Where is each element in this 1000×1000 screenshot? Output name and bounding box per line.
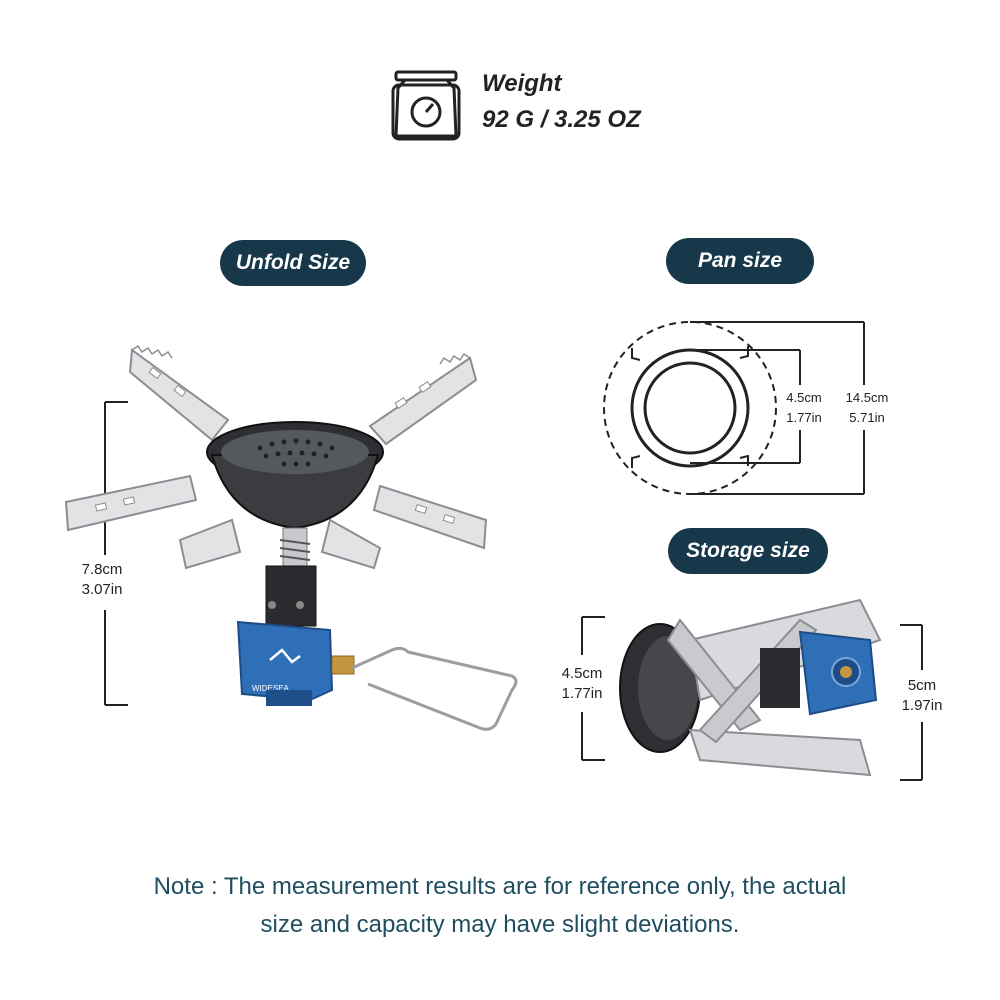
- unfold-size-pill: Unfold Size: [220, 240, 366, 286]
- storage-right-in: 1.97in: [901, 697, 943, 714]
- pan-outer-in: 5.71in: [849, 410, 885, 425]
- weight-title: Weight: [482, 70, 562, 97]
- unfold-height-in: 3.07in: [81, 581, 123, 598]
- storage-right-dimension-label: 5cm 1.97in: [882, 676, 962, 716]
- note-line-2: size and capacity may have slight deviat…: [260, 911, 740, 938]
- stove-folded-image: [619, 598, 882, 777]
- unfold-dimension-label: 7.8cm 3.07in: [62, 560, 142, 600]
- disclaimer-note: Note : The measurement results are for r…: [0, 868, 1000, 944]
- stove-unfolded-image: WIDESEA: [64, 344, 518, 731]
- pan-outer-cm: 14.5cm: [845, 390, 889, 405]
- storage-left-bracket: [581, 616, 605, 761]
- storage-left-in: 1.77in: [561, 685, 603, 702]
- storage-right-cm: 5cm: [907, 677, 937, 694]
- unfold-dimension-bracket: [104, 401, 128, 706]
- pan-inner-dimension-label: 4.5cm 1.77in: [774, 388, 834, 428]
- unfold-height-cm: 7.8cm: [81, 561, 123, 578]
- weight-value: 92 G / 3.25 OZ: [482, 106, 641, 133]
- note-line-1: Note : The measurement results are for r…: [153, 873, 847, 900]
- pan-outer-dimension-label: 14.5cm 5.71in: [834, 388, 900, 428]
- storage-right-bracket: [900, 624, 923, 781]
- pan-size-diagram: [603, 321, 865, 495]
- scale-icon: [391, 70, 461, 141]
- storage-left-cm: 4.5cm: [561, 665, 603, 682]
- pan-inner-cm: 4.5cm: [786, 390, 822, 405]
- storage-size-pill: Storage size: [668, 528, 828, 574]
- pan-inner-in: 1.77in: [786, 410, 822, 425]
- storage-left-dimension-label: 4.5cm 1.77in: [542, 664, 622, 704]
- pan-size-pill: Pan size: [666, 238, 814, 284]
- brand-logo-text: WIDESEA: [252, 684, 290, 693]
